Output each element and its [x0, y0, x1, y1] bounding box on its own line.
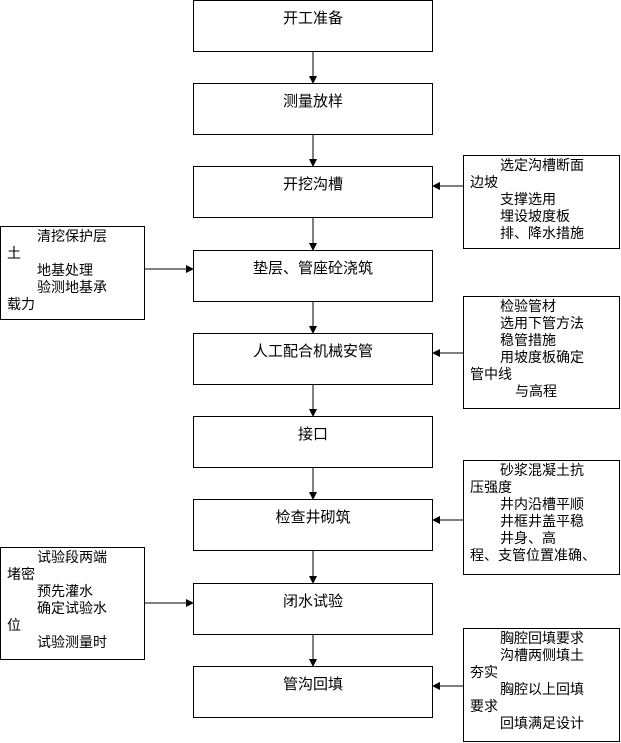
note-line: 程、支管位置准确、	[470, 548, 596, 564]
note-line: 边坡	[470, 175, 498, 191]
step-survey: 测量放样	[193, 83, 433, 135]
note-line: 稳管措施	[500, 333, 556, 349]
note-line: 与高程	[515, 384, 557, 400]
note-line: 井内沿槽平顺	[500, 497, 584, 513]
step-joint: 接口	[193, 416, 433, 468]
note-line: 试验测量时	[37, 635, 107, 651]
note-line: 井框井盖平稳	[500, 514, 584, 530]
note-line: 选用下管方法	[500, 316, 584, 332]
step-excavation: 开挖沟槽	[193, 166, 433, 218]
note-line: 胸腔回填要求	[500, 631, 584, 647]
note-pipe-laying: 检验管材 选用下管方法 稳管措施 用坡度板确定 管中线 与高程	[463, 296, 620, 409]
note-backfill: 胸腔回填要求 沟槽两侧填土 夯实 胸腔以上回填 要求 回填满足设计	[463, 628, 620, 742]
step-start-prep: 开工准备	[193, 0, 433, 52]
note-line: 检验管材	[500, 299, 556, 315]
note-line: 井身、高	[500, 531, 556, 547]
note-water-test: 试验段两端 堵密 预先灌水 确定试验水 位 试验测量时	[0, 547, 145, 660]
note-line: 埋设坡度板	[500, 209, 570, 225]
step-cushion: 垫层、管座砼浇筑	[193, 250, 433, 302]
note-manhole: 砂浆混凝土抗 压强度 井内沿槽平顺 井框井盖平稳 井身、高 程、支管位置准确、	[463, 460, 620, 575]
step-pipe-laying: 人工配合机械安管	[193, 333, 433, 385]
note-line: 地基处理	[37, 263, 93, 279]
note-line: 清挖保护层	[37, 229, 107, 245]
note-line: 胸腔以上回填	[500, 682, 584, 698]
note-line: 压强度	[470, 480, 512, 496]
note-line: 回填满足设计	[500, 716, 584, 732]
note-line: 管中线	[470, 367, 512, 383]
note-line: 用坡度板确定	[500, 350, 584, 366]
note-line: 验测地基承	[37, 280, 107, 296]
note-line: 排、降水措施	[500, 226, 584, 242]
note-line: 确定试验水	[37, 601, 107, 617]
step-backfill: 管沟回填	[193, 666, 433, 718]
step-manhole: 检查井砌筑	[193, 499, 433, 551]
note-line: 土	[7, 246, 21, 262]
note-line: 试验段两端	[37, 550, 107, 566]
note-line: 载力	[7, 297, 35, 313]
note-line: 堵密	[7, 567, 35, 583]
note-line: 支撑选用	[500, 192, 556, 208]
note-line: 位	[7, 618, 21, 634]
note-line: 夯实	[470, 665, 498, 681]
note-excavation: 选定沟槽断面 边坡 支撑选用 埋设坡度板 排、降水措施	[463, 155, 620, 249]
note-line: 砂浆混凝土抗	[500, 463, 584, 479]
note-line: 选定沟槽断面	[500, 158, 584, 174]
note-line: 预先灌水	[37, 584, 93, 600]
step-water-test: 闭水试验	[193, 583, 433, 635]
note-line: 沟槽两侧填土	[500, 648, 584, 664]
note-cushion: 清挖保护层 土 地基处理 验测地基承 载力	[0, 226, 145, 320]
note-line: 要求	[470, 699, 498, 715]
